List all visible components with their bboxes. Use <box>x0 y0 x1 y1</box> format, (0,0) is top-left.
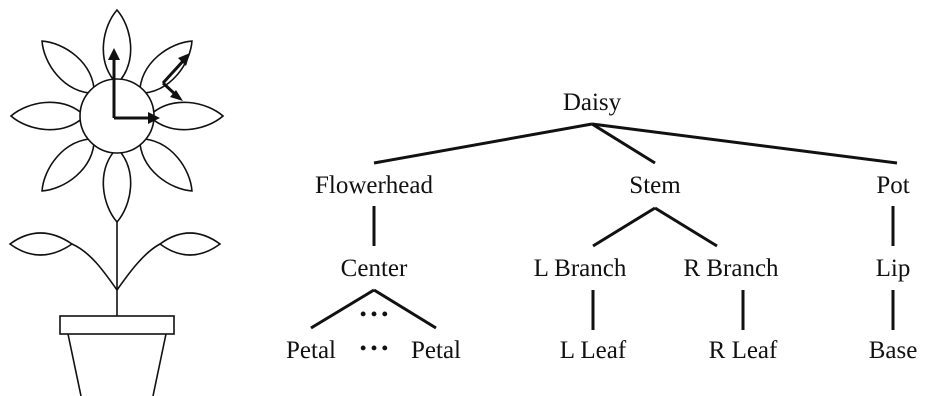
pot-right-side <box>152 333 167 396</box>
node-lip: Lip <box>876 255 911 282</box>
right-leaf-shape <box>158 232 222 256</box>
flower-center <box>79 78 155 154</box>
petal-shape <box>102 8 132 86</box>
petals <box>9 8 225 224</box>
left-branch-line <box>71 243 118 291</box>
petal-shape <box>138 137 193 192</box>
node-r-leaf: R Leaf <box>709 337 778 364</box>
node-stem: Stem <box>629 172 681 199</box>
edge-stem-rbranch <box>654 206 718 248</box>
node-center: Center <box>341 255 408 282</box>
node-flowerhead: Flowerhead <box>315 172 434 199</box>
right-branch-line <box>116 243 161 291</box>
node-base: Base <box>869 337 918 364</box>
pot-lip-shape <box>59 315 175 335</box>
edge-center-petal-right <box>373 288 437 330</box>
edge-daisy-stem <box>591 122 656 165</box>
node-daisy: Daisy <box>563 89 622 116</box>
ellipsis-top: • • • <box>360 304 388 324</box>
node-pot: Pot <box>876 172 909 199</box>
center-frame-arrows <box>108 48 160 124</box>
petal-shape <box>102 146 132 224</box>
node-l-branch: L Branch <box>534 255 627 282</box>
hierarchy-tree: Daisy Flowerhead Stem Pot Center L Branc… <box>286 89 917 364</box>
petal-shape <box>9 101 87 131</box>
ellipsis-middle: • • • <box>360 338 388 358</box>
node-l-leaf: L Leaf <box>560 337 627 364</box>
petal-shape <box>147 101 225 131</box>
edge-daisy-flowerhead <box>373 122 593 165</box>
edge-center-petal-left <box>310 288 375 330</box>
petal-shape <box>41 137 96 192</box>
node-r-branch: R Branch <box>683 255 779 282</box>
edge-daisy-pot <box>591 122 898 165</box>
petal-shape <box>41 40 96 95</box>
edge-stem-lbranch <box>592 206 656 248</box>
node-petal-left: Petal <box>286 337 336 364</box>
daisy-illustration <box>8 8 225 396</box>
petal-frame-arrows <box>161 53 190 101</box>
node-petal-right: Petal <box>411 337 461 364</box>
left-leaf-shape <box>8 232 74 256</box>
pot-left-side <box>67 333 82 396</box>
